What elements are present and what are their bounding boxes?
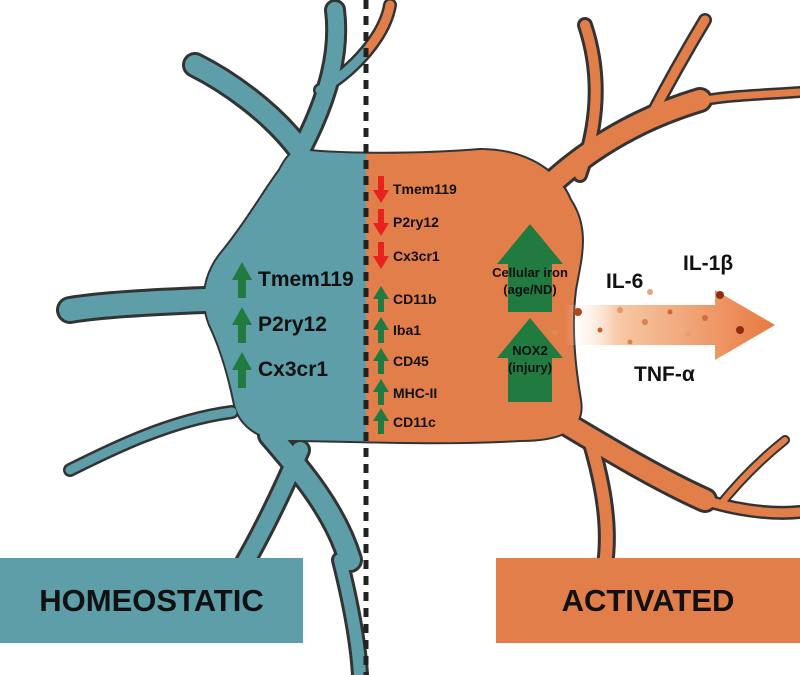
- homeostatic-marker-tmem119: Tmem119: [258, 268, 354, 291]
- activated-title: ACTIVATED: [561, 582, 735, 618]
- homeostatic-marker-p2ry12: P2ry12: [258, 313, 327, 336]
- activated-marker-iba1: Iba1: [393, 322, 422, 338]
- homeostatic-marker-cx3cr1: Cx3cr1: [258, 358, 329, 381]
- cellular-iron-label: Cellular iron (age/ND): [492, 265, 568, 297]
- activated-banner: ACTIVATED: [496, 558, 800, 643]
- activated-marker-p2ry12: P2ry12: [393, 214, 439, 230]
- activated-small-arrows: [373, 176, 389, 434]
- cytokine-release-arrow: [552, 289, 775, 360]
- activated-marker-cd45: CD45: [393, 353, 429, 369]
- homeostatic-title: HOMEOSTATIC: [39, 582, 264, 618]
- activated-marker-mhc-ii: MHC-II: [393, 385, 438, 401]
- activated-marker-cd11b: CD11b: [393, 291, 437, 307]
- homeostatic-up-arrows: [232, 262, 252, 388]
- cytokine-tnf-alpha: TNF-α: [634, 363, 695, 386]
- activated-marker-cx3cr1: Cx3cr1: [393, 248, 440, 264]
- homeostatic-banner: HOMEOSTATIC: [0, 558, 303, 643]
- big-up-arrows: [497, 224, 563, 402]
- cytokine-il1b: IL-1β: [683, 252, 734, 275]
- cytokine-il6: IL-6: [606, 270, 644, 293]
- nox2-label: NOX2 (injury): [507, 343, 553, 375]
- activated-marker-tmem119: Tmem119: [393, 181, 457, 197]
- activated-marker-cd11c: CD11c: [393, 414, 436, 430]
